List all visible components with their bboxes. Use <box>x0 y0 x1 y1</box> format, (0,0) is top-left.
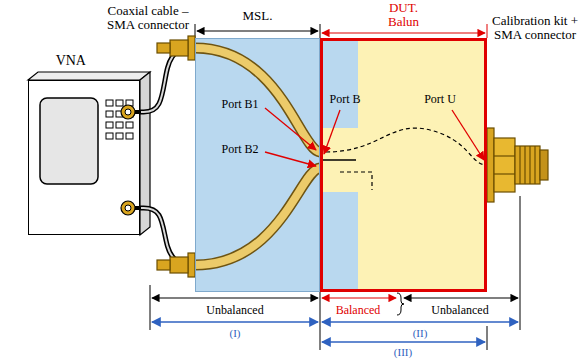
calibration-label: Calibration kit + SMA connector <box>490 14 580 43</box>
bottom-dimension <box>150 285 151 330</box>
calibration-connector <box>494 138 515 192</box>
keypad <box>116 100 123 106</box>
microstrip-trace <box>195 48 320 152</box>
top-dimension <box>197 30 318 31</box>
microstrip-trace <box>195 168 320 265</box>
port-leader <box>265 108 484 166</box>
microstrip-trace <box>195 168 320 265</box>
balun-fill <box>320 38 487 292</box>
bottom-dimension <box>397 293 404 315</box>
bottom-dimension <box>404 297 518 298</box>
keypad <box>106 133 113 139</box>
bottom-dimension <box>152 297 318 298</box>
keypad <box>126 122 133 128</box>
calibration-connector <box>524 146 525 184</box>
sma-connector <box>170 40 188 56</box>
node-title: MSL. <box>243 9 273 23</box>
region-label: Balanced <box>336 304 381 317</box>
bottom-dimension <box>150 196 520 350</box>
calibration-connector <box>515 146 540 184</box>
vna-port <box>121 105 141 215</box>
node-title: VNA <box>56 53 86 68</box>
msl-board-fill <box>195 38 320 292</box>
dut-balun: DUT. Balun <box>320 38 487 292</box>
vna-illustration <box>28 72 150 235</box>
bottom-dimension <box>487 326 488 350</box>
balun-structure <box>326 128 487 165</box>
vna-port <box>125 205 131 211</box>
port-leader <box>265 108 316 150</box>
msl-board-fill <box>195 38 320 292</box>
region-label: Unbalanced <box>206 304 263 317</box>
calibration-connector <box>529 146 530 184</box>
bottom-dimension <box>520 196 521 330</box>
keypad <box>116 122 123 128</box>
sma-connector <box>157 36 195 277</box>
node-title: DUT. Balun <box>382 1 426 30</box>
bottom-dimension <box>152 321 318 322</box>
port-leader <box>265 152 316 166</box>
port-leader <box>452 110 484 160</box>
bottom-dimension <box>322 321 518 322</box>
keypad <box>126 133 133 139</box>
sma-connector <box>188 253 195 277</box>
balun-fill <box>320 38 487 292</box>
cable-label: Coaxial cable – SMA connector <box>98 4 198 33</box>
sma-connector <box>188 36 195 60</box>
calibration-connector <box>487 128 548 202</box>
calibration-connector <box>494 155 515 156</box>
balun-structure <box>320 128 487 190</box>
coaxial-cable <box>140 48 195 112</box>
section-number: (III) <box>394 346 412 358</box>
top-dimension <box>195 24 487 38</box>
msl-board: MSL. <box>195 38 320 292</box>
sma-connector <box>157 260 170 270</box>
microstrip-trace <box>195 48 320 265</box>
calibration-connector <box>519 146 520 184</box>
top-dimension <box>320 24 321 38</box>
coaxial-cable <box>140 48 195 112</box>
bottom-dimension <box>322 341 485 342</box>
sma-connector <box>170 257 188 273</box>
port-label: Port U <box>424 93 456 106</box>
vna-illustration <box>40 98 98 184</box>
top-dimension <box>322 32 485 33</box>
vna-box: VNA <box>28 80 140 235</box>
vna-illustration <box>28 80 140 235</box>
port-label: Port B2 <box>221 143 258 156</box>
coaxial-cable <box>140 48 195 112</box>
balun-structure <box>340 172 372 190</box>
vna-illustration <box>28 72 150 80</box>
balun-structure <box>320 159 356 161</box>
vna-port <box>135 110 141 114</box>
calibration-connector <box>487 128 494 202</box>
keypad <box>106 122 113 128</box>
calibration-connector <box>540 150 548 180</box>
bottom-dimension <box>322 297 396 298</box>
region-label: Unbalanced <box>431 304 488 317</box>
vna-port <box>125 109 131 115</box>
port-label: Port B1 <box>221 98 258 111</box>
keypad <box>106 111 113 117</box>
calibration-connector <box>494 173 515 174</box>
microstrip-trace <box>195 48 320 152</box>
port-leader <box>324 110 340 154</box>
section-number: (I) <box>230 327 241 339</box>
top-dimension <box>487 24 488 38</box>
keypad <box>106 100 113 106</box>
calibration-connector <box>534 146 535 184</box>
keypad <box>116 133 123 139</box>
section-number: (II) <box>413 327 428 339</box>
vna-port <box>121 201 135 215</box>
bottom-dimension <box>320 292 321 350</box>
port-label: Port B <box>329 93 360 106</box>
vna-port <box>121 105 135 119</box>
balun-fill <box>320 192 358 292</box>
sma-connector <box>157 43 170 53</box>
vna-port <box>135 206 141 210</box>
